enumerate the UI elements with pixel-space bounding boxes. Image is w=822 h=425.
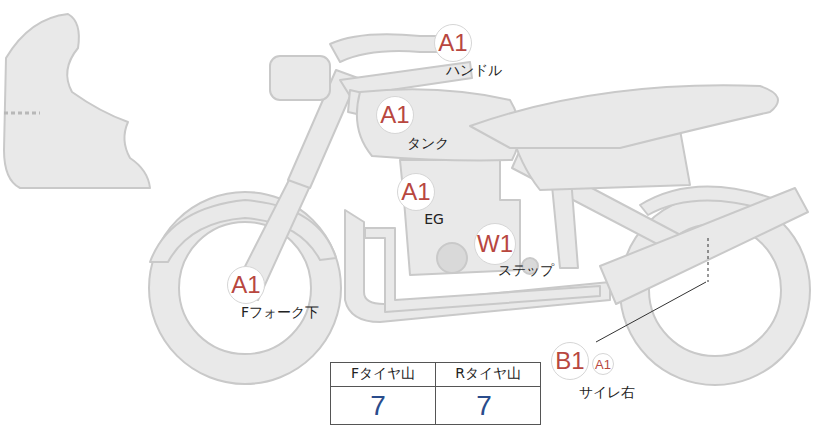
callout-circle: A1 xyxy=(592,353,614,375)
table-cell: Fタイヤ山 xyxy=(351,366,415,381)
callout-code: A1 xyxy=(231,273,260,297)
part-name: ハンドル xyxy=(446,63,502,78)
table-cell: Rタイヤ山 xyxy=(455,366,521,381)
callout-circle: B1 xyxy=(551,342,589,380)
callout-code: A1 xyxy=(401,180,430,204)
callout-code: A1 xyxy=(438,31,467,55)
part-name: EG xyxy=(424,212,444,227)
callout-circle: A1 xyxy=(376,96,414,134)
callout-circle: A1 xyxy=(434,24,472,62)
callout-circle: A1 xyxy=(227,266,265,304)
callout-code: B1 xyxy=(555,349,584,373)
callout-code: W1 xyxy=(477,232,513,256)
part-name: Fフォーク下 xyxy=(241,305,319,320)
part-name: ステップ xyxy=(498,263,554,278)
callout-code: A1 xyxy=(595,358,611,371)
callout-code: A1 xyxy=(380,103,409,127)
part-name: サイレ右 xyxy=(579,385,635,400)
table-cell: 7 xyxy=(370,391,386,422)
callout-circle: A1 xyxy=(397,173,435,211)
callout-circle: W1 xyxy=(474,223,516,265)
part-name: タンク xyxy=(407,136,449,151)
table-cell: 7 xyxy=(476,391,492,422)
